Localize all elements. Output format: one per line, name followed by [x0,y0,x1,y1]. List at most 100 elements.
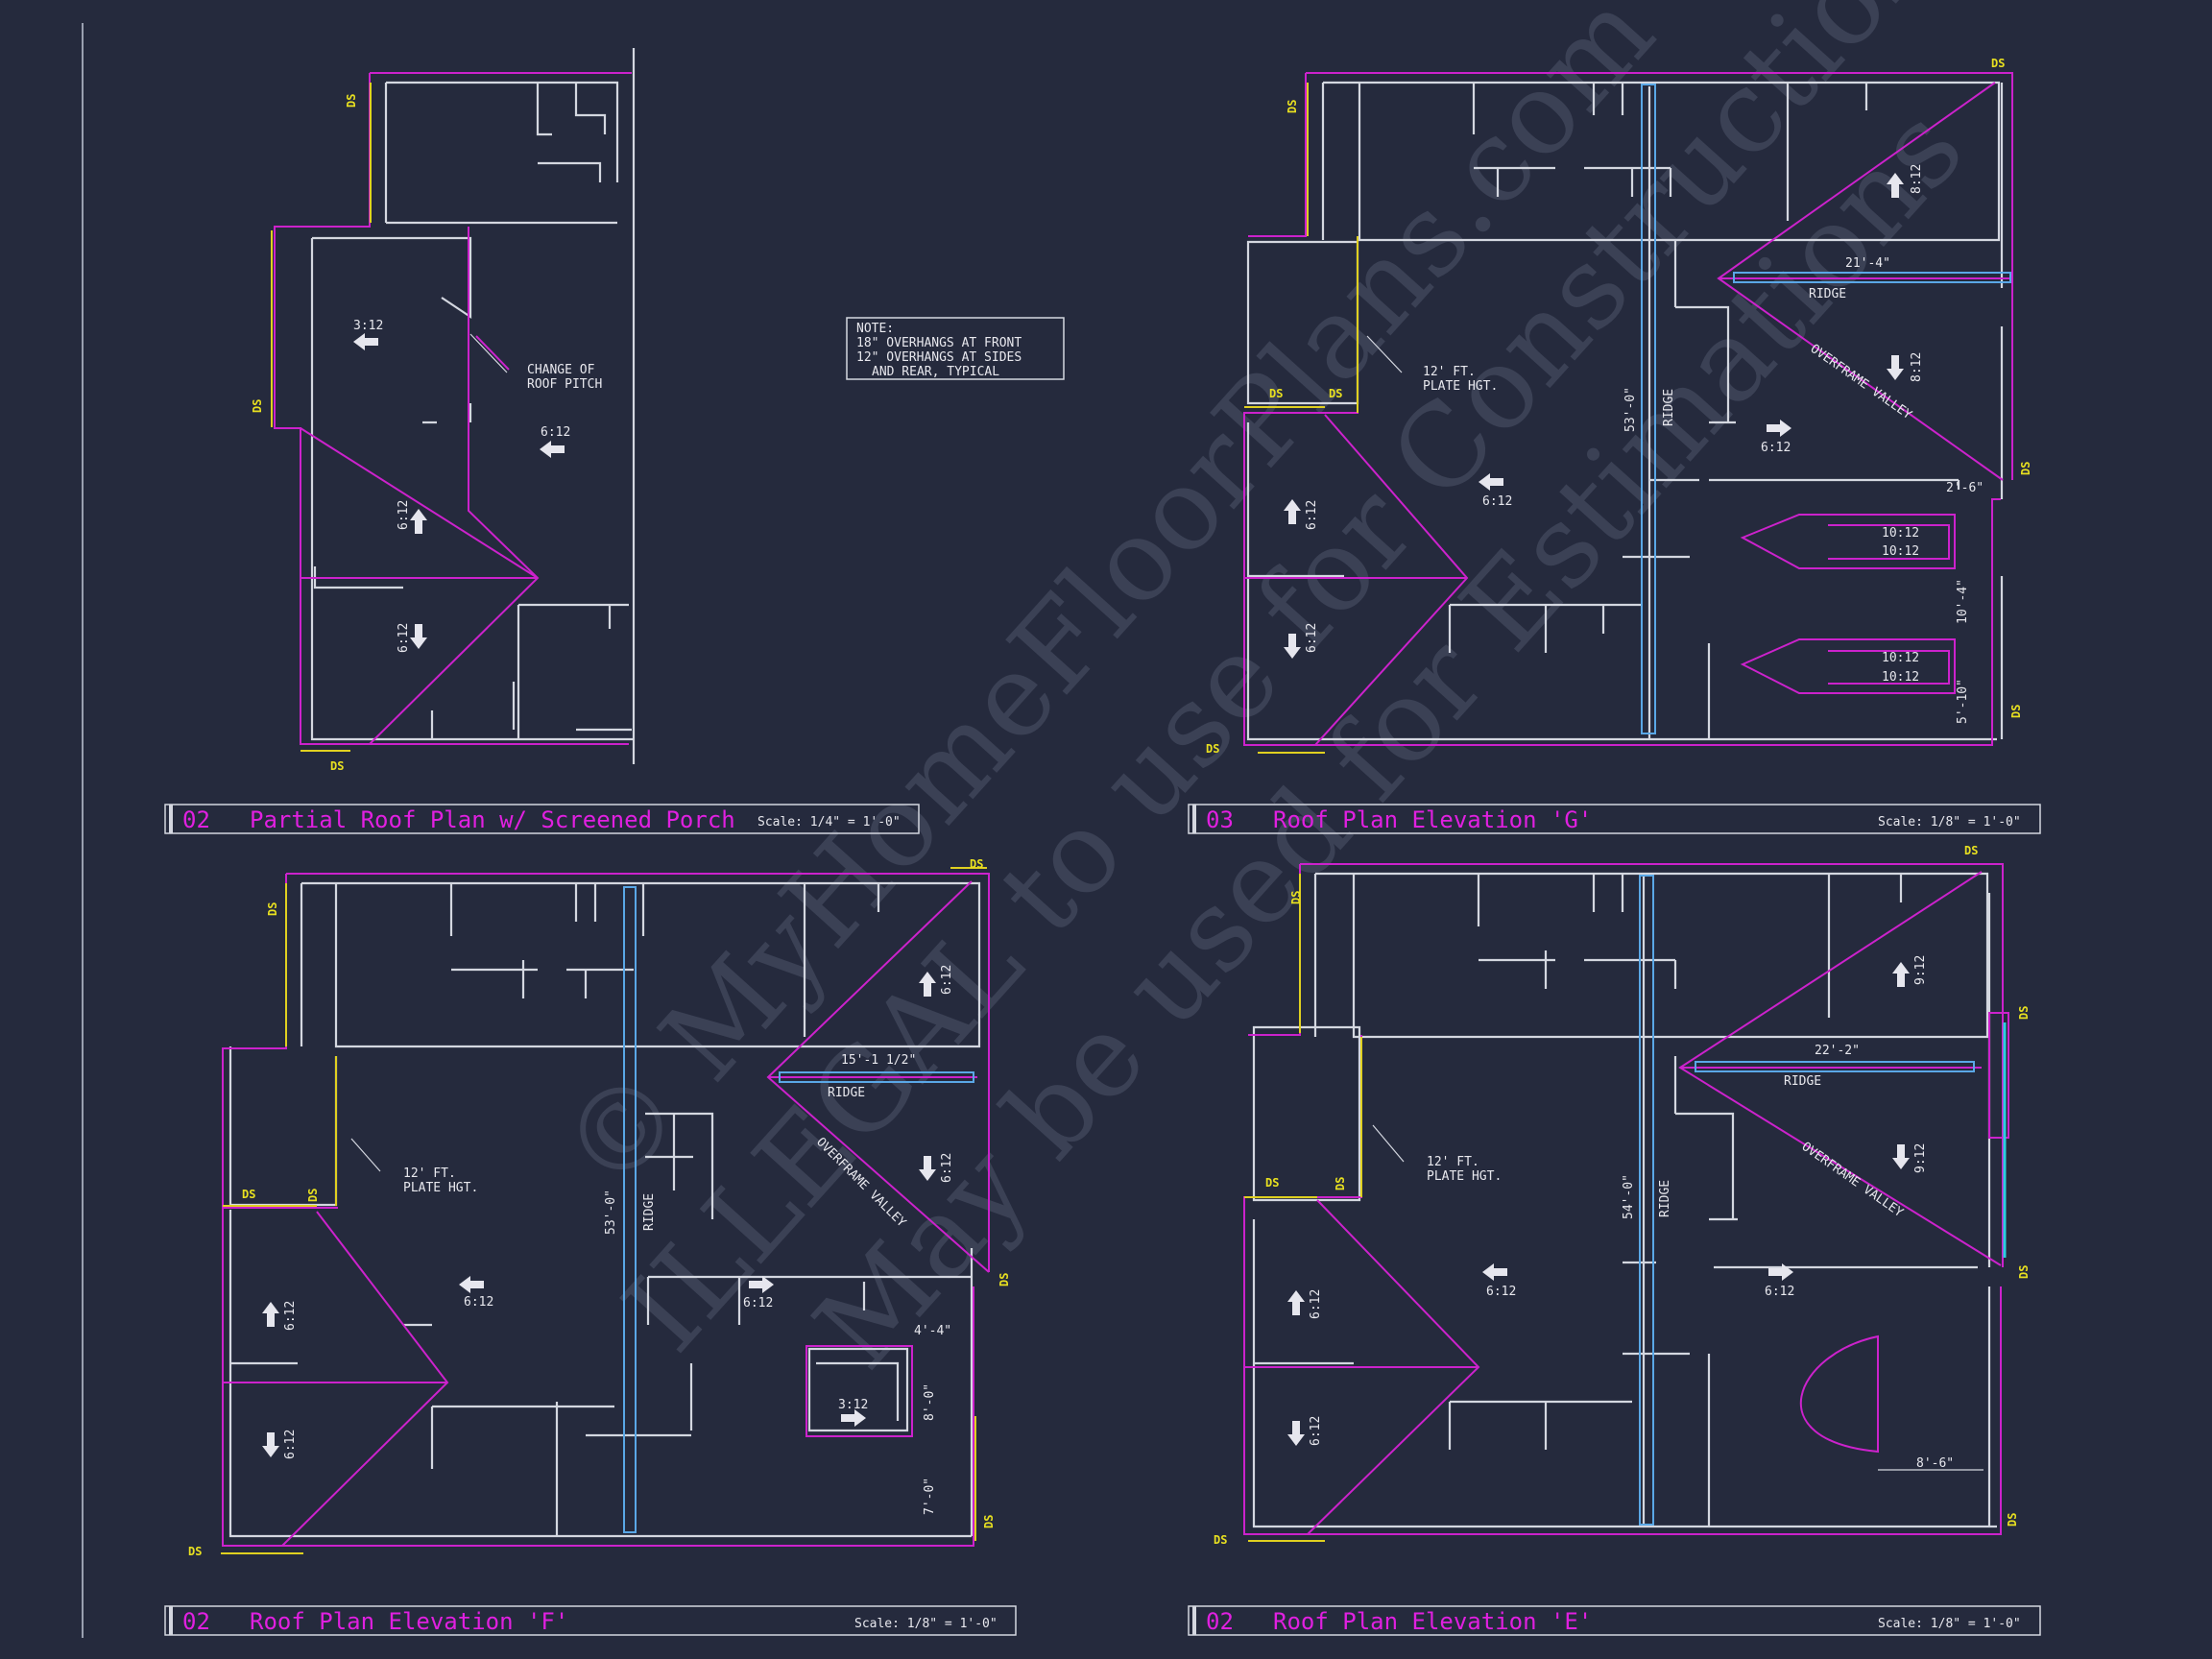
porch-pitch-b: 6:12 [541,425,570,440]
f-ridge-length: 15'-1 1/2" [841,1053,916,1068]
e-pitch-612: 6:12 [1486,1285,1516,1299]
ds-label: DS [2006,1513,2019,1527]
title-bar-g: 03 Roof Plan Elevation 'G' Scale: 1/8" =… [1188,804,2041,834]
g-plate-2: PLATE HGT. [1423,379,1498,394]
f-horizontal-ridge [779,1071,974,1083]
f-downspouts: DS DS DS DS DS DS DS [188,857,1011,1558]
plan-e: DS DS DS DS DS DS DS DS RIDGE 22'-2" RID… [1214,844,2031,1547]
plan-f: DS DS DS DS DS DS DS RIDGE 15'-1 1/2" RI… [188,857,1011,1558]
e-pitch-912: 9:12 [1913,1143,1928,1173]
ds-label: DS [1964,844,1978,857]
porch-pitch-c: 6:12 [397,500,411,530]
ds-label: DS [2019,462,2032,475]
note-line-2: 12" OVERHANGS AT SIDES [856,350,1022,365]
overhang-note: NOTE: 18" OVERHANGS AT FRONT 12" OVERHAN… [846,317,1065,380]
f-dim-c: 7'-0" [923,1478,937,1515]
change-note-2: ROOF PITCH [527,377,602,392]
f-walls [228,881,981,1538]
slope-arrow-icon [410,624,427,649]
g-pitch-1012: 10:12 [1882,670,1919,685]
g-pitch-612: 6:12 [1305,623,1319,653]
f-pitch-612: 6:12 [940,965,954,995]
g-vertical-ridge [1641,84,1656,734]
f-pitch-612: 6:12 [940,1153,954,1183]
e-valley-label: OVERFRAME VALLEY [1799,1140,1906,1220]
e-overall-dim: 54'-0" [1622,1174,1636,1219]
slope-arrow-icon [1482,1263,1507,1281]
g-dim-c: 5'-10" [1956,679,1970,724]
e-vertical-ridge-label: RIDGE [1658,1180,1672,1217]
e-number: 02 [1206,1608,1234,1635]
slope-arrow-icon [1768,1263,1793,1281]
ds-label: DS [306,1189,320,1202]
e-pitch-612: 6:12 [1309,1416,1323,1446]
ds-label: DS [330,759,344,773]
porch-title: Partial Roof Plan w/ Screened Porch [250,806,735,833]
e-plate-2: PLATE HGT. [1427,1169,1502,1184]
e-downspouts: DS DS DS DS DS DS DS DS [1214,844,2031,1547]
e-vertical-ridge [1639,875,1654,1526]
slope-arrow-icon [410,509,427,534]
note-heading: NOTE: [856,322,894,336]
change-note-1: CHANGE OF [527,363,595,377]
g-pitch-1012: 10:12 [1882,526,1919,541]
title-bar-e: 02 Roof Plan Elevation 'E' Scale: 1/8" =… [1188,1605,2041,1636]
g-pitch-612: 6:12 [1482,494,1512,509]
slope-arrow-icon [1287,1421,1305,1446]
g-pitch-612: 6:12 [1305,500,1319,530]
slope-arrow-icon [353,333,378,350]
porch-walls [310,48,636,764]
e-plate-1: 12' FT. [1427,1155,1479,1169]
slope-arrow-icon [1887,355,1904,380]
g-vertical-ridge-label: RIDGE [1662,389,1676,426]
ds-label: DS [1286,100,1299,113]
e-pitch-612: 6:12 [1309,1289,1323,1319]
porch-number: 02 [182,806,210,833]
slope-arrow-icon [459,1276,484,1293]
note-line-1: 18" OVERHANGS AT FRONT [856,336,1022,350]
ds-label: DS [242,1188,255,1201]
slope-arrow-icon [1892,1144,1910,1169]
g-horizontal-ridge [1733,272,2011,283]
plan-porch: DS DS DS 3:12 6:12 6:12 6:12 CHANGE OF R… [251,48,636,773]
g-ridge-label: RIDGE [1809,287,1846,301]
e-pitch-912: 9:12 [1913,955,1928,985]
ds-label: DS [1206,742,1219,756]
e-dim-a: 8'-6" [1916,1456,1954,1471]
e-title: Roof Plan Elevation 'E' [1273,1608,1592,1635]
f-dim-a: 4'-4" [914,1324,951,1338]
g-overall-dim: 53'-0" [1623,387,1638,432]
ds-label: DS [251,399,264,413]
g-valley-label: OVERFRAME VALLEY [1808,342,1914,422]
g-downspouts: DS DS DS DS DS DS DS [1206,57,2032,756]
title-bar-porch: 02 Partial Roof Plan w/ Screened Porch S… [164,804,920,834]
ds-label: DS [998,1273,1011,1286]
f-plate-2: PLATE HGT. [403,1181,478,1195]
f-overall-dim: 53'-0" [604,1190,618,1235]
g-dim-b: 10'-4" [1956,579,1970,624]
slope-arrow-icon [1892,962,1910,987]
f-pitch-612: 6:12 [743,1296,773,1310]
g-pitch-812: 8:12 [1910,164,1924,194]
porch-downspouts: DS DS DS [251,83,372,773]
f-title: Roof Plan Elevation 'F' [250,1608,568,1635]
f-pitch-612: 6:12 [283,1430,298,1459]
f-ridge-label: RIDGE [828,1086,865,1100]
f-dim-b: 8'-0" [923,1383,937,1421]
slope-arrow-icon [540,441,565,458]
g-ridge-length: 21'-4" [1845,256,1890,271]
f-roof [222,873,990,1547]
g-pitch-612: 6:12 [1761,441,1791,455]
g-dim-a: 2'-6" [1946,481,1984,495]
e-ridge-length: 22'-2" [1815,1044,1860,1058]
ds-label: DS [1265,1176,1279,1190]
e-horizontal-ridge [1695,1061,1975,1072]
ds-label: DS [2009,705,2023,718]
ds-label: DS [345,94,358,108]
ds-label: DS [1334,1177,1347,1190]
f-scale: Scale: 1/8" = 1'-0" [854,1617,998,1631]
ds-label: DS [2017,1006,2031,1020]
e-ridge-label: RIDGE [1784,1074,1821,1089]
e-scale: Scale: 1/8" = 1'-0" [1878,1617,2021,1631]
g-pitch-1012: 10:12 [1882,544,1919,559]
